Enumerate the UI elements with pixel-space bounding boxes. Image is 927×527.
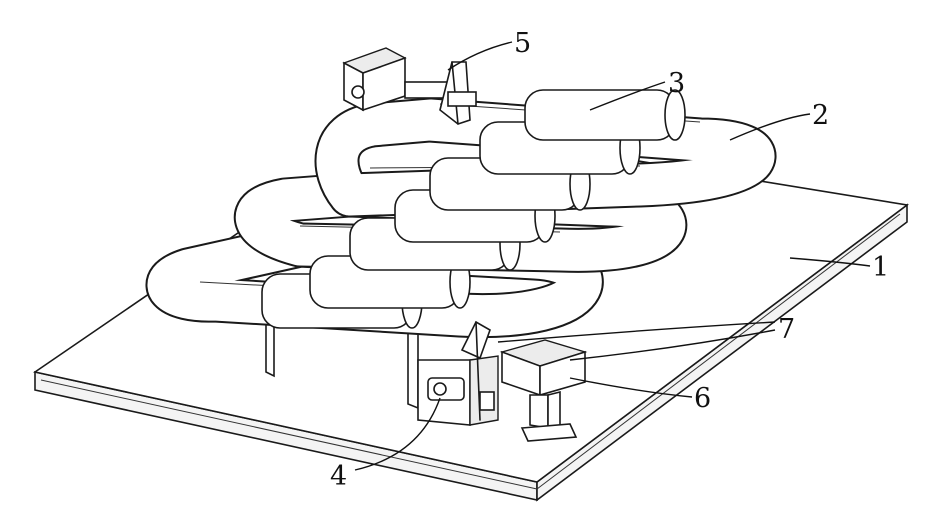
label-1: 1: [872, 252, 889, 283]
label-6: 6: [694, 383, 711, 414]
label-3: 3: [668, 68, 685, 99]
label-5: 5: [514, 28, 531, 59]
label-2: 2: [812, 100, 829, 131]
label-4: 4: [330, 461, 347, 492]
label-7: 7: [778, 314, 795, 345]
